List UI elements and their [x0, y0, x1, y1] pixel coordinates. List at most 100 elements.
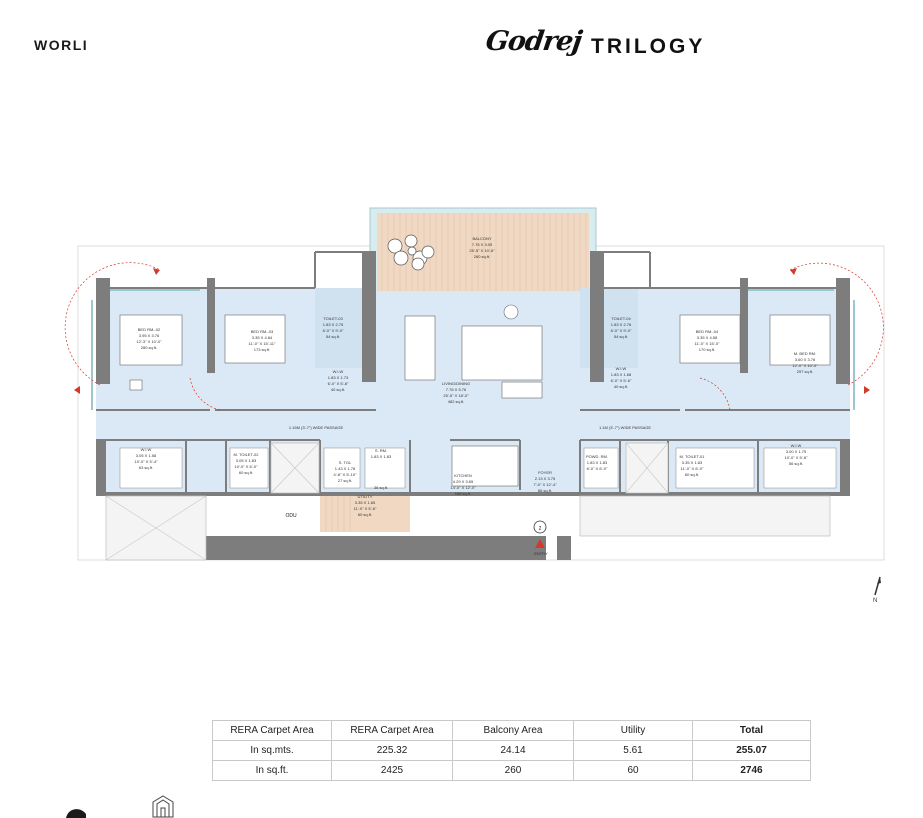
utility-label: UTILITY	[358, 494, 373, 499]
table-cell: 5.61	[573, 740, 693, 761]
svg-text:10'-0" X 5'-8": 10'-0" X 5'-8"	[784, 455, 808, 460]
svg-text:6'-0" X 5'-8": 6'-0" X 5'-8"	[328, 381, 349, 386]
balcony-label: BALCONY	[472, 236, 491, 241]
bed-04-label: BED RM.-04	[696, 329, 719, 334]
svg-text:11'-0" X 15'-0": 11'-0" X 15'-0"	[695, 341, 721, 346]
table-row: In sq.mts. 225.32 24.14 5.61 255.07	[212, 740, 811, 761]
svg-text:25'-5" X 18'-0": 25'-5" X 18'-0"	[443, 393, 469, 398]
svg-text:27 sq.ft.: 27 sq.ft.	[338, 478, 352, 483]
svg-text:1.83 X 1.68: 1.83 X 1.68	[611, 372, 632, 377]
svg-text:86 sq.ft.: 86 sq.ft.	[538, 488, 552, 493]
passage-right-label: 1.1M (3'-7") WIDE PASSAGE	[599, 425, 651, 430]
svg-text:11'-0" X 15'-11": 11'-0" X 15'-11"	[249, 341, 276, 346]
m-bed-label: M. BED RM.	[794, 351, 816, 356]
living-label: LIVING/DINING	[442, 381, 470, 386]
svg-text:12'-0" X 10'-0": 12'-0" X 10'-0"	[792, 363, 818, 368]
table-cell: In sq.mts.	[212, 740, 332, 761]
door-swing-icon	[64, 262, 884, 411]
door-arrows-icon	[74, 268, 870, 394]
bed-02-label: BED RM.-02	[138, 327, 161, 332]
area-table: RERA Carpet Area RERA Carpet Area Balcon…	[212, 720, 811, 781]
balcony-area	[369, 207, 597, 293]
city-label: WORLI	[34, 37, 89, 53]
wiw-bottom-left-label: W.I.W	[141, 447, 152, 452]
entry-arrow-icon	[535, 539, 545, 548]
svg-text:54 sq.ft.: 54 sq.ft.	[326, 334, 340, 339]
wiw-left-label: W.I.W	[333, 369, 344, 374]
svg-text:6'-0" X 9'-0": 6'-0" X 9'-0"	[611, 328, 632, 333]
svg-text:14'-0" X 12'-0": 14'-0" X 12'-0"	[450, 485, 476, 490]
svg-text:257 sq.ft.: 257 sq.ft.	[797, 369, 813, 374]
table-cell: 225.32	[331, 740, 453, 761]
svg-text:11'-0" X 5'-6": 11'-0" X 5'-6"	[354, 506, 377, 511]
project-name: TRILOGY	[591, 35, 706, 58]
north-arrow-icon: N	[873, 576, 881, 604]
svg-text:6'-0" X 9'-0": 6'-0" X 9'-0"	[323, 328, 344, 333]
svg-text:3.35 X 4.84: 3.35 X 4.84	[252, 335, 273, 340]
svg-text:25'-5" X 10'-6": 25'-5" X 10'-6"	[469, 248, 495, 253]
passage-left-label: 1.15M (3'-7") WIDE PASSAGE	[289, 425, 344, 430]
svg-text:7.76 X 5.76: 7.76 X 5.76	[446, 387, 467, 392]
svg-text:1.83 X 1.83: 1.83 X 1.83	[371, 454, 392, 459]
svg-text:280 sq.ft.: 280 sq.ft.	[141, 345, 157, 350]
svg-text:173 sq.ft.: 173 sq.ft.	[254, 347, 270, 352]
svg-text:3.05 X 1.83: 3.05 X 1.83	[236, 458, 257, 463]
svg-text:2.13 X 3.75: 2.13 X 3.75	[535, 476, 556, 481]
svg-text:40 sq.ft.: 40 sq.ft.	[614, 384, 628, 389]
svg-text:170 sq.ft.: 170 sq.ft.	[699, 347, 715, 352]
svg-text:10'-0" X 6'-0": 10'-0" X 6'-0"	[234, 464, 258, 469]
floor-plan: 2 ENTRY BALCONY 7.76 X 3.09 25'-5" X 10'…	[64, 207, 885, 561]
table-cell: 260	[452, 760, 574, 781]
table-row: In sq.ft. 2425 260 60 2746	[212, 760, 811, 781]
table-cell: 60	[573, 760, 693, 781]
m-toilet-01-label: M. TOILET-01	[680, 454, 706, 459]
maharera-logo-icon	[66, 809, 86, 818]
svg-text:3.00 X 1.75: 3.00 X 1.75	[786, 449, 807, 454]
odu-label: ODU	[285, 513, 297, 519]
walls	[96, 252, 850, 560]
svg-text:1.43 X 1.78: 1.43 X 1.78	[335, 466, 356, 471]
svg-text:11'-0" X 6'-0": 11'-0" X 6'-0"	[681, 466, 704, 471]
powd-rm-label: POWD. RM.	[586, 454, 608, 459]
living-furniture-icon	[404, 304, 543, 487]
entry-label: ENTRY	[534, 551, 548, 556]
svg-text:60 sq.ft.: 60 sq.ft.	[358, 512, 372, 517]
bed-03-label: BED RM.-03	[251, 329, 274, 334]
svg-text:3.95 X 3.76: 3.95 X 3.76	[139, 333, 160, 338]
table-header: RERA Carpet Area	[212, 720, 332, 741]
svg-text:3.35 X 4.58: 3.35 X 4.58	[697, 335, 718, 340]
svg-text:6'-0" X 6'-0": 6'-0" X 6'-0"	[587, 466, 608, 471]
toilet-03-label: TOILET-03	[323, 316, 343, 321]
godrej-logo: Godrej	[483, 26, 584, 57]
svg-text:63 sq.ft.: 63 sq.ft.	[139, 465, 153, 470]
table-header: Total	[692, 720, 811, 741]
table-header: Utility	[573, 720, 693, 741]
table-cell: In sq.ft.	[212, 760, 332, 781]
svg-text:7.76 X 3.09: 7.76 X 3.09	[472, 242, 493, 247]
svg-text:10'-0" X 5'-4": 10'-0" X 5'-4"	[134, 459, 158, 464]
svg-text:1.83 X 1.83: 1.83 X 1.83	[587, 460, 608, 465]
building-logo-icon	[152, 795, 174, 818]
m-toilet-02-label: M. TOILET-02	[234, 452, 260, 457]
table-header-row: RERA Carpet Area RERA Carpet Area Balcon…	[212, 720, 811, 741]
svg-text:7'-0" X 12'-4": 7'-0" X 12'-4"	[533, 482, 557, 487]
svg-text:6'-0" X 5'-6": 6'-0" X 5'-6"	[611, 378, 632, 383]
svg-text:166 sq.ft.: 166 sq.ft.	[455, 491, 471, 496]
svg-text:482 sq.ft.: 482 sq.ft.	[448, 399, 464, 404]
toilet-04-label: TOILET-04	[611, 316, 631, 321]
beds-icon	[119, 314, 831, 391]
svg-text:260 sq.ft.: 260 sq.ft.	[474, 254, 490, 259]
utility-floor	[320, 496, 410, 532]
s-rm-label: S. RM.	[375, 448, 387, 453]
svg-text:12'-3" X 10'-0": 12'-3" X 10'-0"	[136, 339, 162, 344]
svg-text:54 sq.ft.: 54 sq.ft.	[614, 334, 628, 339]
svg-text:40 sq.ft.: 40 sq.ft.	[331, 387, 345, 392]
table-cell: 2425	[331, 760, 453, 781]
s-tol-label: S. TOL	[339, 460, 352, 465]
svg-text:N: N	[873, 598, 877, 604]
wiw-bottom-right-label: W.I.W	[791, 443, 802, 448]
svg-text:3.60 X 3.76: 3.60 X 3.76	[795, 357, 816, 362]
entry-number: 2	[539, 526, 542, 532]
table-cell: 255.07	[692, 740, 811, 761]
wiw-right-label: W.I.W	[616, 366, 627, 371]
